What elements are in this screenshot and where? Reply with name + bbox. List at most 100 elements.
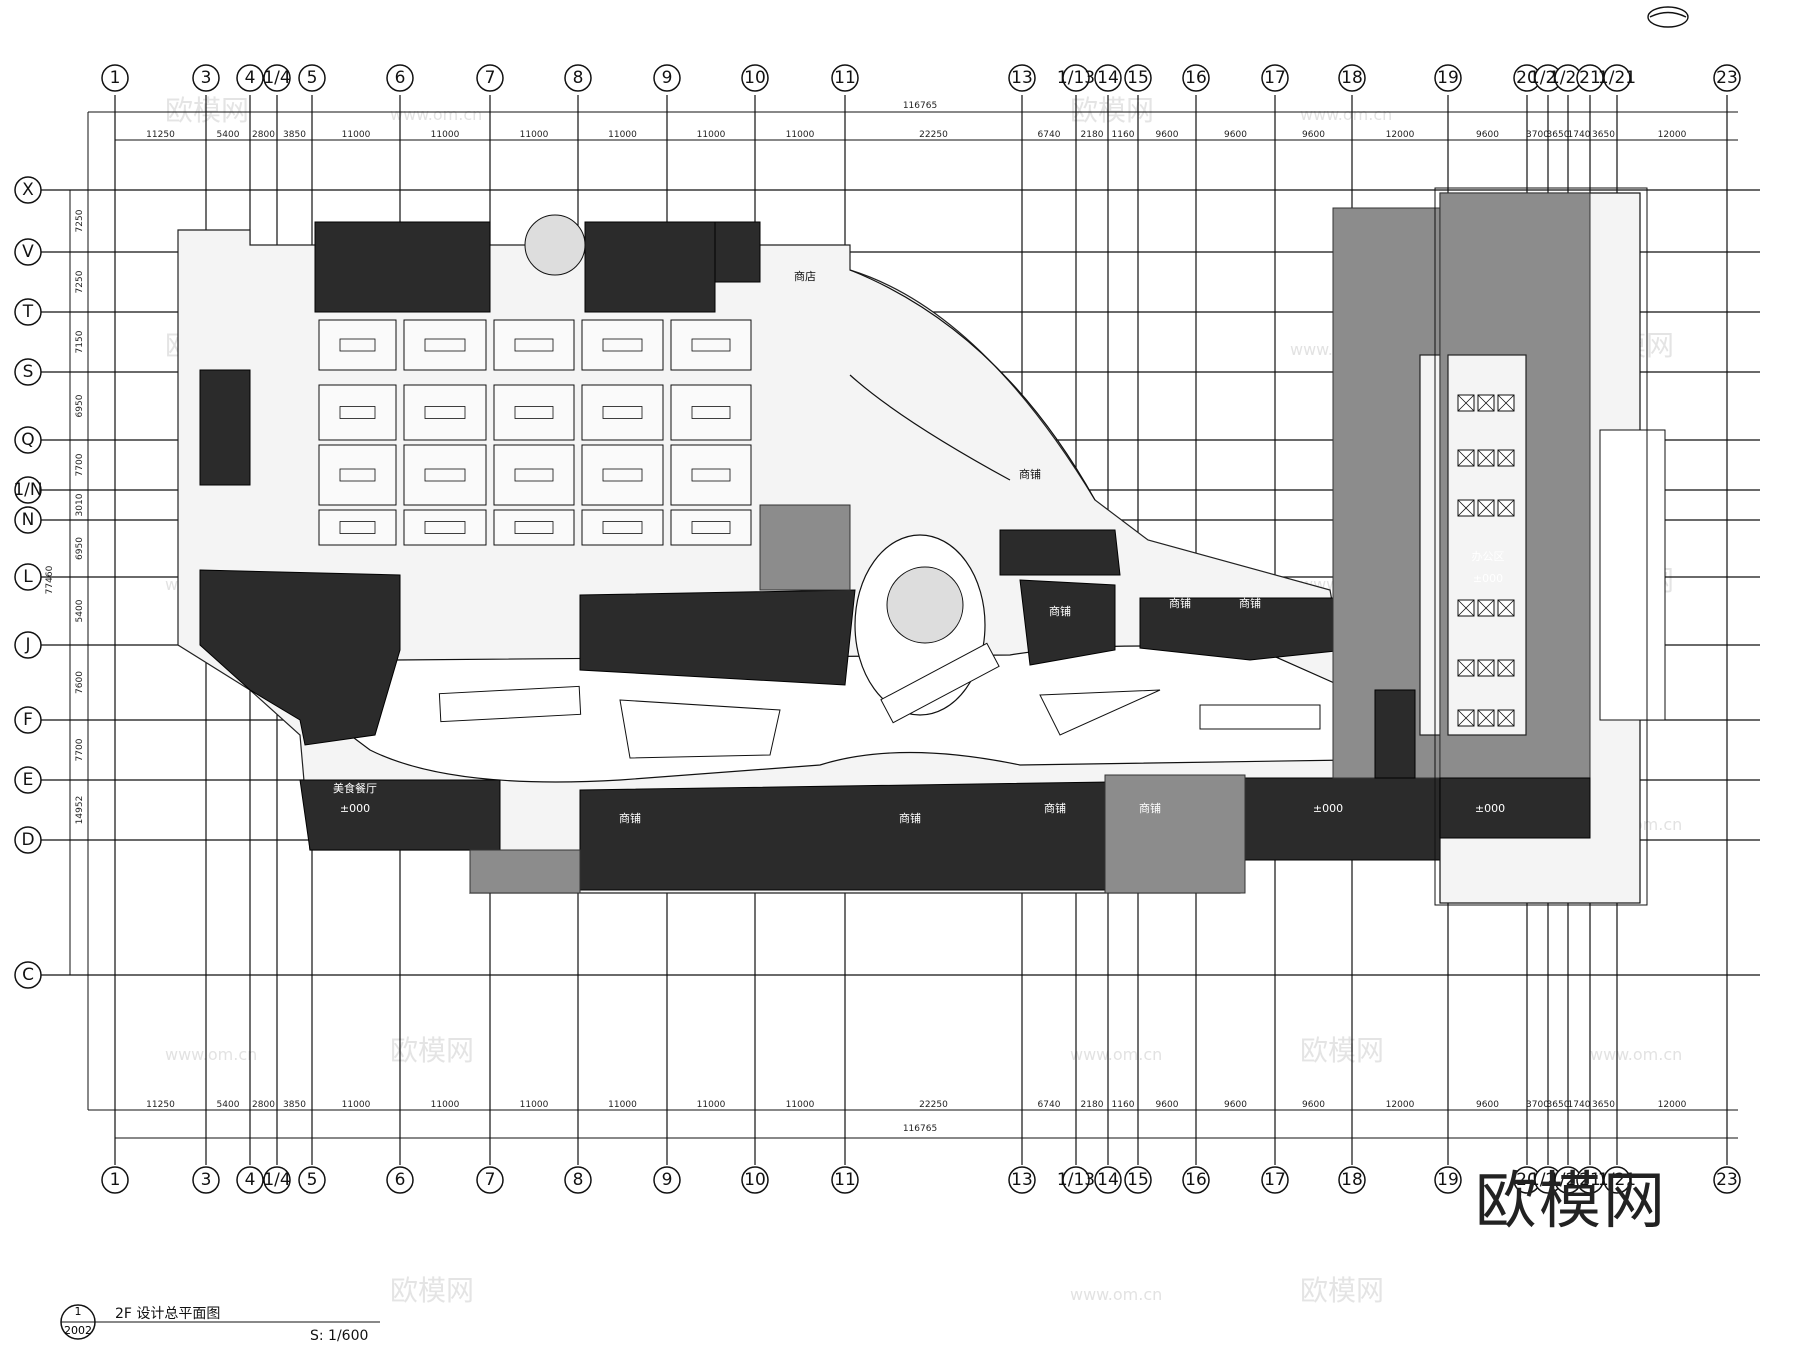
- level-marker: ±000: [1473, 572, 1503, 585]
- grid-bubble-label: S: [23, 362, 34, 382]
- grid-bubble-circle: [14, 426, 42, 454]
- shop-room: [403, 444, 487, 506]
- elevator-icon: [1457, 394, 1475, 412]
- grid-bubble-circle: [298, 1166, 326, 1194]
- grid-bubble-label: 16: [1185, 68, 1207, 88]
- grid-bubble-label: 4: [245, 68, 256, 88]
- watermark-text: 欧模网: [1300, 1274, 1384, 1307]
- grid-bubble-label: 13: [1011, 1170, 1033, 1190]
- dimension-label: 2800: [252, 130, 275, 140]
- grid-bubble-circle: [1603, 1166, 1631, 1194]
- dimension-label: 3650: [1592, 1100, 1615, 1110]
- dimension-label: 7150: [75, 330, 85, 353]
- drawing-title-block: 1 2002 2F 设计总平面图 S: 1/600: [60, 1304, 380, 1344]
- grid-bubble-label: T: [22, 302, 34, 322]
- grid-bubble-label: 1/13: [1057, 1170, 1095, 1190]
- dimension-label: 11000: [520, 1100, 549, 1110]
- grid-bubble: L: [14, 563, 42, 591]
- shop-room: [403, 384, 487, 441]
- grid-bubble: C: [14, 961, 42, 989]
- grid-bubble-circle: [1713, 1166, 1741, 1194]
- grid-bubble: X: [14, 176, 42, 204]
- shop-room: [493, 509, 575, 546]
- dimension-label: 2180: [1081, 130, 1104, 140]
- dimension-label: 11000: [431, 1100, 460, 1110]
- grid-bubble-circle: [14, 631, 42, 659]
- room-furniture: [339, 468, 376, 482]
- grid-bubble-label: 23: [1716, 1170, 1738, 1190]
- stair-block-dark: [999, 529, 1121, 576]
- grid-bubble-circle: [1576, 64, 1604, 92]
- grid-bubble: 13: [1008, 64, 1036, 92]
- watermark-text: 欧模网: [165, 94, 249, 127]
- grid-bubble: 7: [476, 64, 504, 92]
- dimension-label: 3650: [1547, 1100, 1570, 1110]
- grid-bubble: 16: [1182, 1166, 1210, 1194]
- grid-bubble-label: 9: [662, 1170, 673, 1190]
- grid-bubble-label: 3: [201, 68, 212, 88]
- elevator-icon: [1497, 449, 1515, 467]
- dimension-label: 11000: [342, 1100, 371, 1110]
- shop-room: [403, 319, 487, 371]
- grid-bubble: 1/13: [1057, 64, 1095, 92]
- grid-bubble-circle: [831, 1166, 859, 1194]
- grid-bubble: 5: [298, 64, 326, 92]
- dimension-label: 9600: [1224, 1100, 1247, 1110]
- dimension-label: 3850: [283, 130, 306, 140]
- grid-bubble-label: 15: [1127, 1170, 1149, 1190]
- grid-bubble: 9: [653, 64, 681, 92]
- grid-bubble-circle: [192, 64, 220, 92]
- grid-bubble: 1/4: [263, 1166, 291, 1194]
- grid-bubble-circle: [476, 64, 504, 92]
- level-marker: ±000: [1475, 802, 1505, 815]
- grid-bubble-label: 6: [395, 1170, 406, 1190]
- room-furniture: [691, 406, 731, 419]
- grid-bubble-circle: [653, 1166, 681, 1194]
- grid-bubble: 1/N: [13, 476, 43, 504]
- dimension-label: 9600: [1476, 130, 1499, 140]
- room-furniture: [602, 521, 643, 534]
- elevator-icon: [1497, 499, 1515, 517]
- shop-block: [199, 569, 401, 746]
- shop-room: [581, 384, 664, 441]
- plaza-curve: [849, 374, 1011, 481]
- room-label: 美食餐厅: [333, 781, 377, 795]
- grid-bubble: 16: [1182, 64, 1210, 92]
- dimension-label: 3850: [283, 1100, 306, 1110]
- dimension-label: 9600: [1476, 1100, 1499, 1110]
- dimension-label: 14952: [75, 796, 85, 825]
- shop-room: [318, 444, 397, 506]
- grid-bubble-label: 17: [1264, 68, 1286, 88]
- dimension-label: 6950: [75, 394, 85, 417]
- grid-bubble-circle: [14, 298, 42, 326]
- service-block: [1104, 774, 1246, 894]
- watermark-text: www.om.cn: [1300, 105, 1392, 124]
- overall-dimension-top: 116765: [903, 101, 937, 111]
- grid-bubble-label: Q: [21, 430, 34, 450]
- grid-bubble-label: 14: [1097, 1170, 1119, 1190]
- room-label: 商铺: [1169, 596, 1191, 610]
- grid-bubble-label: 10: [744, 1170, 766, 1190]
- dimension-label: 7700: [75, 453, 85, 476]
- grid-bubble: 23: [1713, 64, 1741, 92]
- grid-bubble-label: 20: [1516, 1170, 1538, 1190]
- grid-bubble-label: 7: [485, 68, 496, 88]
- grid-bubble-circle: [1261, 64, 1289, 92]
- room-label: 办公区: [1472, 550, 1505, 563]
- grid-bubble-circle: [1062, 64, 1090, 92]
- grid-bubble: 14: [1094, 64, 1122, 92]
- service-block: [759, 504, 851, 591]
- room-furniture: [339, 338, 376, 352]
- grid-bubble-circle: [564, 1166, 592, 1194]
- drawing-scale: S: 1/600: [310, 1328, 368, 1344]
- grid-bubble-circle: [1338, 64, 1366, 92]
- room-labels: 商铺 商铺 商铺 商铺 商铺 商铺 商铺 美食餐厅 ±000 ±000 ±000…: [333, 269, 1505, 825]
- room-label: 商铺: [899, 811, 921, 825]
- escalator-group: [438, 642, 1321, 759]
- dimension-label: 11000: [786, 1100, 815, 1110]
- grid-bubble-circle: [236, 64, 264, 92]
- shop-room: [318, 319, 397, 371]
- dimension-label: 3700: [1526, 1100, 1549, 1110]
- room-furniture: [602, 406, 643, 419]
